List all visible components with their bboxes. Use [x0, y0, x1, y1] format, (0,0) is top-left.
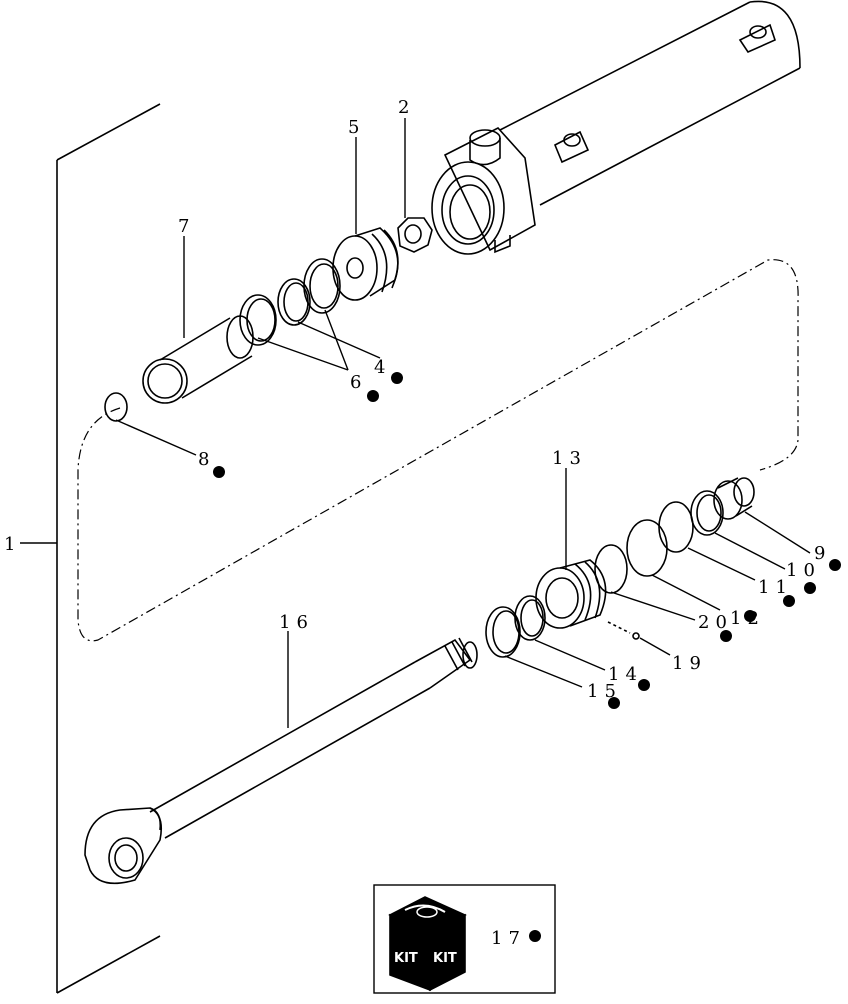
assembly-bracket: [20, 103, 161, 994]
kit-dot: [638, 679, 650, 691]
callout-9: 9: [814, 543, 831, 564]
kit-legend-box: KIT KIT: [373, 884, 556, 994]
kit-dot: [783, 595, 795, 607]
callout-15: 15: [587, 681, 622, 702]
kit-label-right: KIT: [433, 951, 457, 966]
bushing: [142, 315, 254, 404]
kit-dot: [367, 390, 379, 402]
callout-labels: 1 2 4 5 6 7 8 9 10 11 12 13 14 15 16 17 …: [4, 97, 831, 949]
callout-14: 14: [608, 664, 643, 685]
seal-rings-lower: [485, 477, 755, 658]
callout-13: 13: [552, 448, 587, 469]
callout-16: 16: [279, 612, 314, 633]
callout-17: 17: [491, 928, 526, 949]
callout-7: 7: [178, 216, 195, 237]
kit-dot: [391, 372, 403, 384]
callout-2: 2: [398, 97, 415, 118]
callout-8: 8: [198, 449, 215, 470]
kit-dot: [213, 466, 225, 478]
seal-rings-upper: [239, 258, 341, 346]
kit-dots: [213, 372, 841, 942]
kit-dot: [829, 559, 841, 571]
callout-11: 11: [758, 577, 793, 598]
kit-label-left: KIT: [394, 951, 418, 966]
kit-dot: [529, 930, 541, 942]
o-ring: [104, 392, 128, 422]
cylinder-barrel: [431, 0, 801, 255]
callout-5: 5: [348, 117, 365, 138]
callout-19: 19: [672, 653, 707, 674]
nut: [397, 217, 433, 253]
kit-box-icon: KIT KIT: [388, 896, 467, 992]
kit-dot: [608, 697, 620, 709]
piston-rod: [84, 637, 478, 885]
callout-4: 4: [374, 357, 391, 378]
kit-dot: [744, 610, 756, 622]
phantom-outline: [77, 259, 799, 642]
callout-1: 1: [4, 534, 21, 555]
kit-dot: [804, 582, 816, 594]
callout-20: 20: [698, 612, 733, 633]
callout-10: 10: [786, 560, 821, 581]
leader-lines: [115, 118, 811, 728]
callout-6: 6: [350, 372, 367, 393]
piston: [332, 227, 399, 301]
kit-dot: [720, 630, 732, 642]
